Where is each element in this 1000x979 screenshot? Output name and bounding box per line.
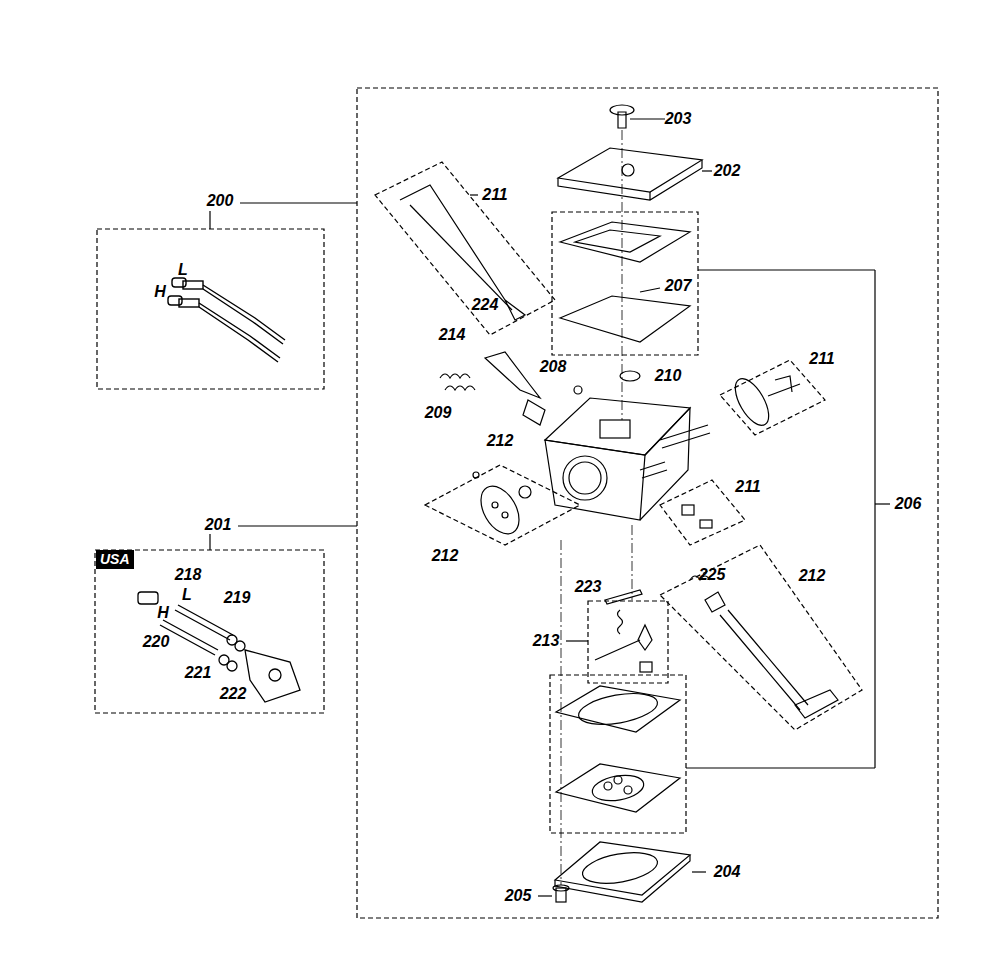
needle-letter: L [182,587,192,603]
needle-letter: H [157,605,169,621]
callout-number: 205 [505,888,532,904]
callout-number: 208 [540,359,567,375]
callout-number: 224 [472,297,499,313]
callout-number: 219 [224,590,251,606]
callout-number: 212 [487,433,514,449]
callout-number: 218 [175,567,202,583]
callout-number: 202 [714,163,741,179]
badge-text: USA [100,551,130,567]
region-badge: USA [96,550,134,569]
callout-number: 213 [533,633,560,649]
callout-number: 214 [439,327,466,343]
callout-number: 211 [809,351,835,367]
callout-number: 200 [207,193,234,209]
callout-number: 222 [220,686,247,702]
callout-number: 210 [655,368,682,384]
callout-number: 207 [665,278,692,294]
callout-number: 209 [425,405,452,421]
callout-number: 206 [895,496,922,512]
callout-number: 201 [205,517,232,533]
callout-number: 220 [143,634,170,650]
callout-number: 204 [714,864,741,880]
callout-number: 212 [432,548,459,564]
callout-number: 203 [665,111,692,127]
needle-letter: L [178,262,188,278]
callout-number: 223 [575,579,602,595]
needle-letter: H [154,284,166,300]
callout-number: 211 [482,187,508,203]
callout-number: 225 [699,567,726,583]
callout-number: 212 [799,568,826,584]
callout-number: 221 [185,665,212,681]
callout-number: 211 [735,479,761,495]
